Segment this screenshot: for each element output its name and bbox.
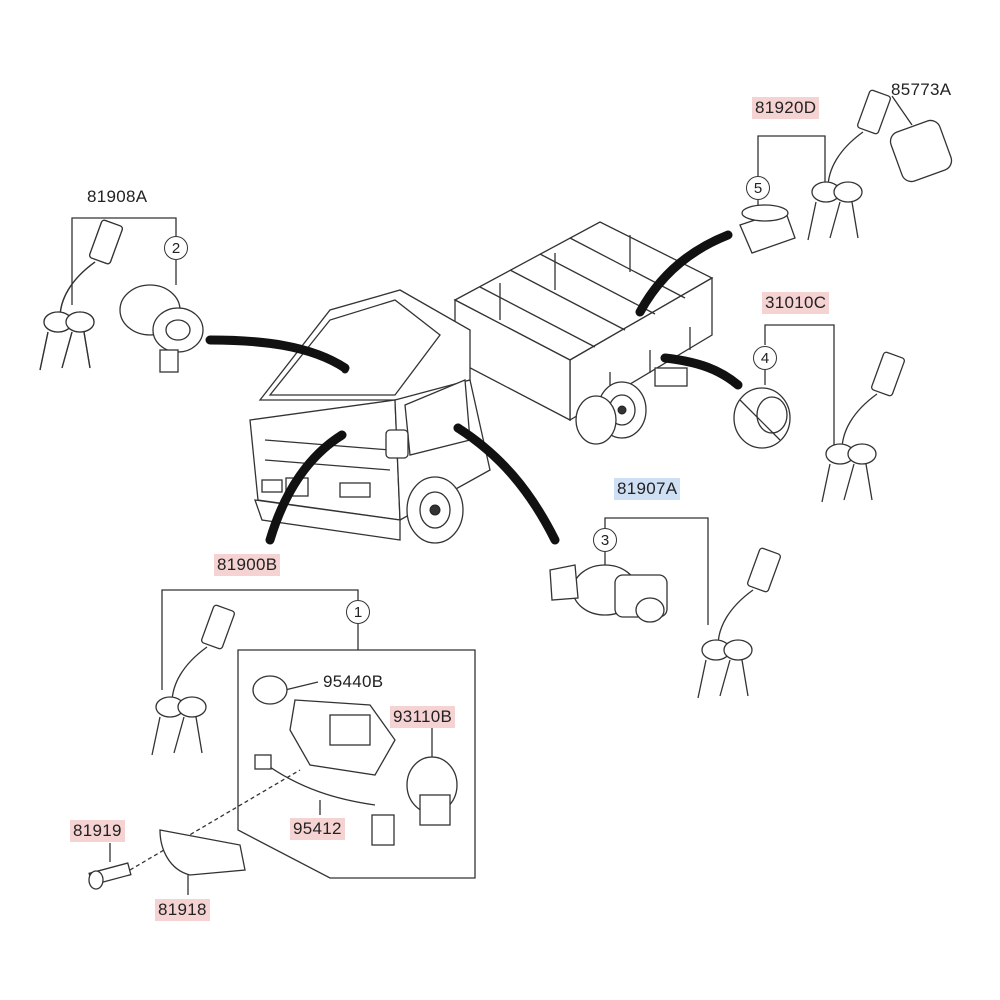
key-set-icon [151, 603, 236, 756]
callout-2: 2 [164, 236, 188, 260]
part-label-93110B: 93110B [390, 706, 456, 728]
pointer-arrows [205, 230, 743, 545]
callout-5: 5 [746, 176, 770, 200]
bolt-icon [88, 862, 132, 890]
key-set-icon [697, 546, 782, 699]
fuel-cap-icon [733, 387, 791, 449]
door-lock-cylinder-icon [119, 284, 204, 373]
ignition-switch-icon [252, 675, 458, 846]
tailgate-lock-cylinder-icon [739, 204, 796, 254]
callout-3: 3 [593, 528, 617, 552]
callout-1: 1 [346, 600, 370, 624]
key-blank-cap-icon [889, 119, 953, 183]
part-label-85773A: 85773A [891, 80, 952, 99]
part-label-81900B: 81900B [214, 554, 281, 576]
part-label-81908A: 81908A [87, 187, 148, 206]
part-label-95412: 95412 [290, 818, 345, 840]
part-label-81918: 81918 [155, 899, 210, 921]
part-label-81919: 81919 [70, 820, 125, 842]
part-label-95440B: 95440B [323, 672, 384, 691]
steering-column-shroud-icon [159, 829, 246, 876]
leader-lines [71, 95, 913, 895]
side-door-lock-icon [549, 564, 668, 623]
callout-4: 4 [753, 346, 777, 370]
part-label-31010C: 31010C [762, 292, 830, 314]
key-set-icon [807, 88, 892, 241]
part-label-81907A: 81907A [614, 478, 681, 500]
part-label-81920D: 81920D [752, 97, 820, 119]
